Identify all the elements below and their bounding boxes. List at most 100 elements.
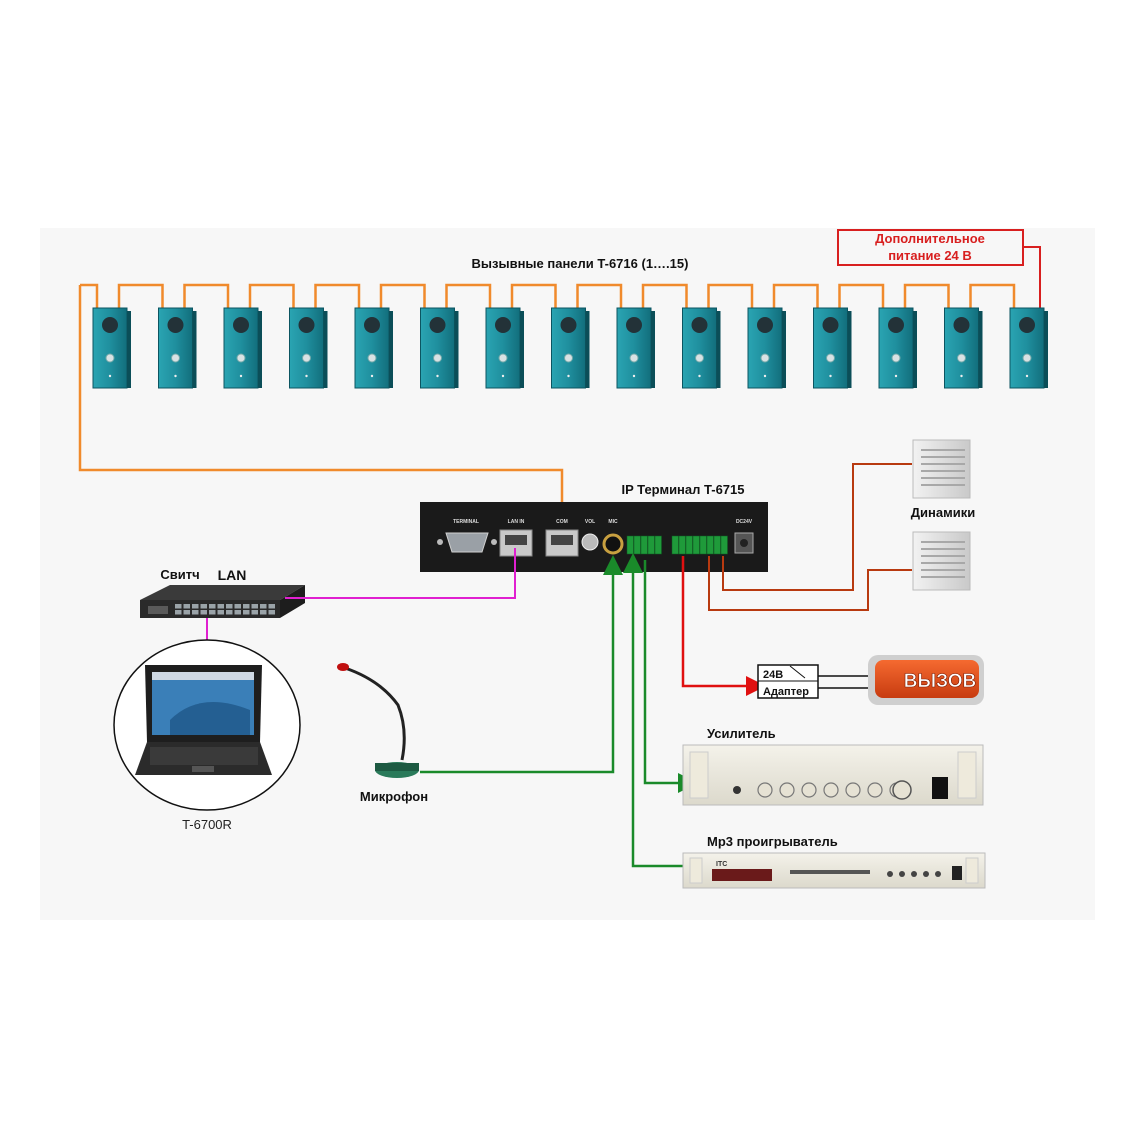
terminal-pin (640, 535, 648, 555)
speaker-box (912, 439, 971, 499)
call-button-icon (236, 353, 246, 363)
speaker-grille-icon (233, 317, 249, 333)
switch-label: Свитч (160, 567, 199, 582)
mp3-button-icon (887, 871, 893, 877)
panel-link-wire (183, 283, 230, 308)
terminal-pin (654, 535, 662, 555)
panel-link-wire (117, 283, 164, 308)
speaker-grille-icon (364, 317, 380, 333)
call-button-icon (498, 353, 508, 363)
speaker-grille-icon (102, 317, 118, 333)
panel-led (829, 374, 832, 378)
panel-link-wire (510, 283, 557, 308)
switch-port (234, 610, 241, 615)
call-button-icon (629, 353, 639, 363)
panel-led (1025, 374, 1029, 378)
switch-port (200, 610, 207, 615)
call-panel (354, 307, 393, 389)
terminal-pin (671, 535, 679, 555)
panel-led (436, 374, 439, 378)
panel-led (108, 374, 112, 378)
speaker-grille-icon (691, 317, 708, 333)
panel-link-wire (838, 283, 885, 308)
speaker-grille-icon (822, 317, 839, 333)
call-button-icon (695, 353, 704, 363)
amp-audio-wire (643, 560, 698, 793)
lan-wire-terminal (285, 548, 516, 599)
call-panel (682, 307, 721, 389)
panels-title: Вызывные панели T-6716 (1….15) (472, 256, 689, 271)
mic-jack (602, 533, 624, 555)
panel-led (501, 374, 505, 378)
panel-side (192, 311, 197, 388)
amp-knob-icon (757, 782, 773, 798)
call-button-icon (171, 353, 180, 363)
switch-port (260, 604, 267, 609)
port-terminal-label: TERMINAL (453, 519, 479, 525)
amp-knob-icon (779, 782, 795, 798)
panel-side (520, 311, 524, 388)
switch-port (268, 610, 275, 615)
gooseneck-microphone (337, 663, 419, 778)
amp-knob-icon (823, 782, 839, 798)
panel-link-wire (641, 283, 688, 308)
switch-port (209, 604, 216, 609)
panel-side (323, 311, 328, 388)
speaker (912, 439, 971, 499)
switch-port (251, 610, 258, 615)
speaker-wire-bottom (708, 556, 912, 611)
adapter-box: 24В Адаптер (757, 664, 870, 699)
call-panel (1009, 307, 1048, 389)
speaker (912, 531, 971, 591)
switch-port (260, 610, 267, 615)
mp3-button-icon (935, 871, 941, 877)
call-panel (551, 307, 590, 389)
switch-port (234, 604, 241, 609)
port-vol-label: VOL (585, 519, 595, 525)
panel-led (370, 374, 374, 378)
amp-knob-icon (845, 782, 861, 798)
port-dc-label: DC24V (736, 519, 753, 525)
call-panels (92, 307, 1048, 389)
terminal-blocks (626, 535, 728, 555)
mp3-button-icon (899, 871, 905, 877)
panel-link-wire (248, 283, 295, 308)
extra-power-line2: питание 24 В (888, 248, 972, 263)
panel-side (782, 311, 786, 388)
laptop-label: T-6700R (182, 817, 232, 832)
call-panel (289, 307, 328, 389)
beacon-text: ВЫЗОВ (904, 671, 976, 692)
ip-terminal: TERMINAL LAN IN COM VOL MIC DC24V (420, 502, 768, 572)
speakers-label: Динамики (911, 505, 975, 520)
terminal-pin (706, 535, 714, 555)
terminal-pin (699, 535, 707, 555)
terminal-pin (713, 535, 721, 555)
panel-link-wire (314, 283, 361, 308)
call-panel (878, 307, 917, 389)
speaker-grille-icon (495, 317, 511, 333)
call-button-icon (826, 353, 835, 363)
microphone-label: Микрофон (360, 789, 428, 804)
call-panel (223, 307, 262, 389)
switch-lan-label: LAN (218, 567, 247, 583)
mp3-brand: ITC (716, 861, 727, 868)
switch-port (183, 604, 190, 609)
panel-led (174, 374, 177, 378)
panel-side (389, 311, 393, 388)
switch-port (251, 604, 258, 609)
amplifier-label: Усилитель (707, 726, 776, 741)
panel-side (847, 311, 852, 388)
mp3-player-unit: ITC (682, 852, 986, 889)
panel-led (305, 374, 308, 378)
call-beacon: ВЫЗОВ (868, 655, 984, 705)
db9-port (445, 532, 489, 553)
call-button-icon (957, 353, 966, 363)
speaker-wire-top (722, 463, 912, 591)
terminal-title: IP Терминал T-6715 (622, 482, 745, 497)
port-mic-label: MIC (608, 519, 618, 525)
speaker-grille-icon (560, 317, 577, 333)
terminal-pin (685, 535, 693, 555)
alarm-wire (681, 556, 766, 696)
panel-side (913, 311, 917, 388)
panel-led (632, 374, 636, 378)
